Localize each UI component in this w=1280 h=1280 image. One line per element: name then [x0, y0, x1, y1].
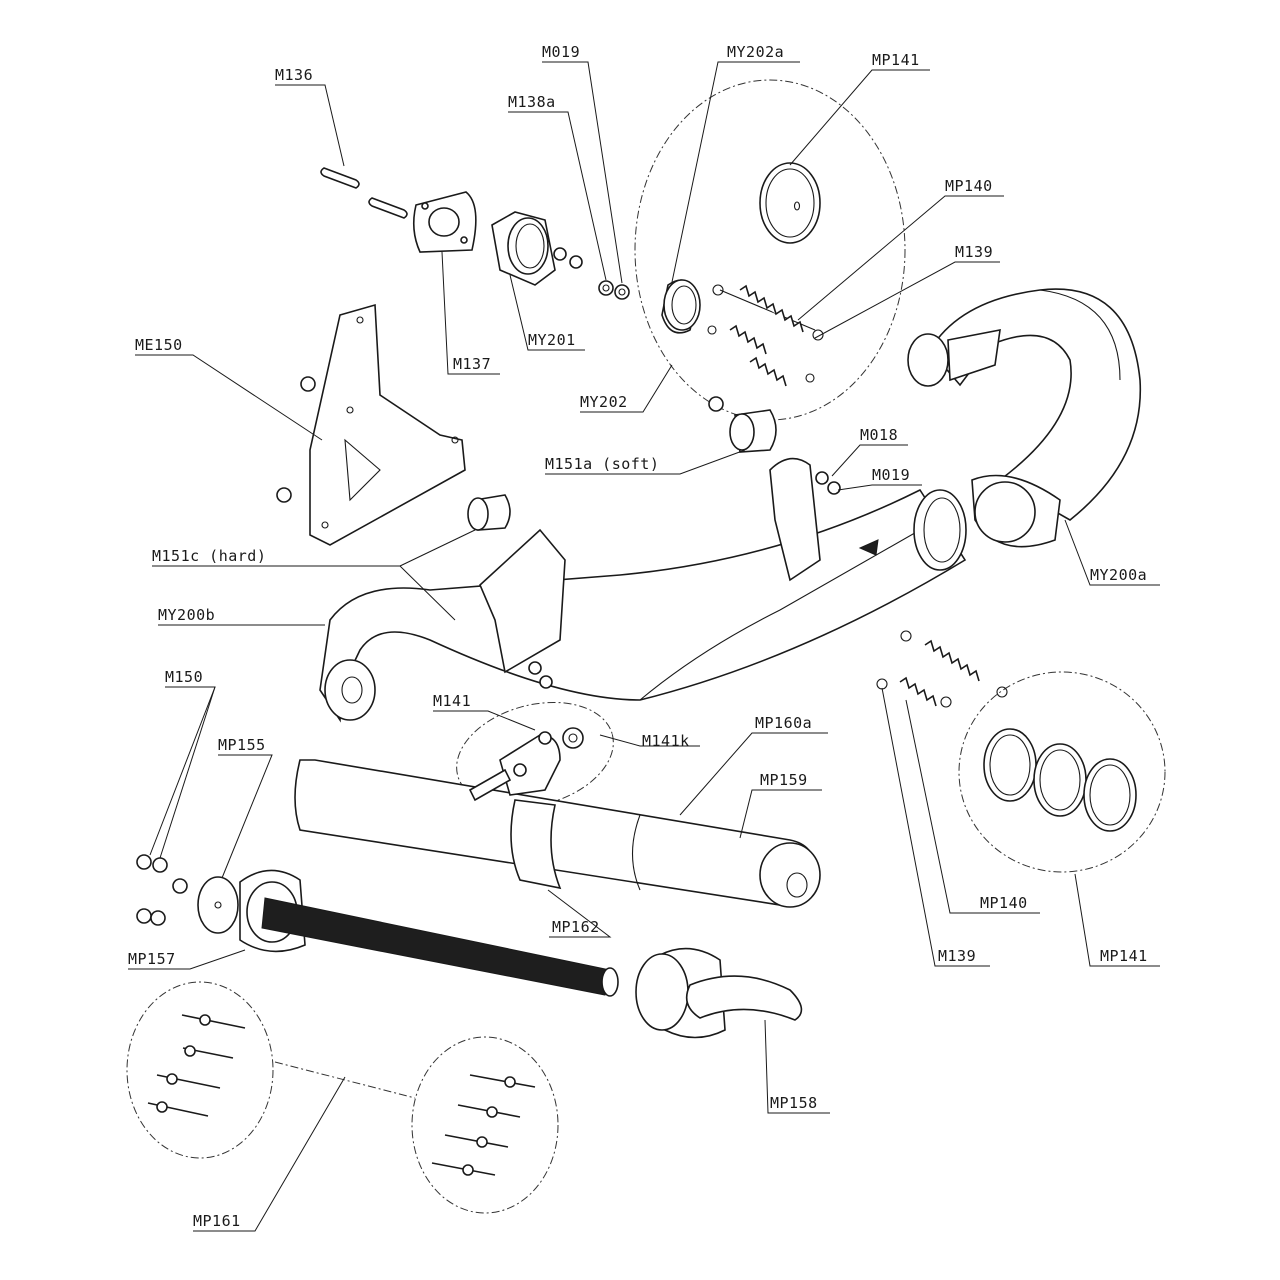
header-pipe-my200a: [907, 288, 1142, 548]
callout-m141: M141: [433, 692, 471, 710]
callout-m019-top: M019: [542, 43, 580, 61]
callout-mp141-top: MP141: [872, 51, 920, 69]
clamp-ring-mp141-top: [759, 162, 821, 244]
nuts-m150: [136, 854, 188, 926]
callout-me150: ME150: [135, 336, 183, 354]
detail-circle-bottom-clamps: [958, 671, 1166, 873]
callout-m018: M018: [860, 426, 898, 444]
callout-m137: M137: [453, 355, 491, 373]
manifold-my201: [491, 211, 583, 286]
callout-m141k: M141k: [642, 732, 690, 750]
callout-mp160a: MP160a: [755, 714, 812, 732]
callout-my200b: MY200b: [158, 606, 215, 624]
callout-my201: MY201: [528, 331, 576, 349]
detail-circle-rivets-left: [126, 981, 274, 1159]
nuts-m138a-m019: [598, 280, 630, 300]
callout-m136: M136: [275, 66, 313, 84]
tailpipe-cap-mp158: [635, 947, 803, 1039]
leader-lines: [128, 61, 1160, 1232]
callout-mp140-top: MP140: [945, 177, 993, 195]
callout-mp159: MP159: [760, 771, 808, 789]
callout-m139-top: M139: [955, 243, 993, 261]
callout-mp140-bottom: MP140: [980, 894, 1028, 912]
rivets-mp161: [147, 1014, 536, 1176]
callout-mp157: MP157: [128, 950, 176, 968]
clamp-rings-mp141-bottom: [983, 728, 1137, 832]
washers-m018-m019: [815, 471, 841, 495]
callout-my202a: MY202a: [727, 43, 784, 61]
callout-labels: M136 M019 MY202a MP141 M138a MP140 M139 …: [128, 43, 1148, 1230]
pin-m136: [320, 167, 408, 219]
bracket-me150: [276, 303, 466, 546]
detail-circle-clamp-springs: [634, 79, 906, 421]
expansion-chamber-my200b: [319, 457, 967, 723]
callout-mp141-bottom: MP141: [1100, 947, 1148, 965]
silencer-bracket-m141: [468, 727, 584, 802]
callout-m151a: M151a (soft): [545, 455, 659, 473]
perforated-core-mp162: [261, 897, 619, 997]
flange-gasket-m137: [412, 191, 477, 253]
callout-m150: M150: [165, 668, 203, 686]
springs-mp140-bottom: [876, 630, 1008, 708]
rubber-mount-m151a: [708, 396, 777, 453]
callout-mp162: MP162: [552, 918, 600, 936]
silencer-mp159: [294, 759, 821, 908]
callout-m019-mid: M019: [872, 466, 910, 484]
collar-my202a: [661, 279, 701, 334]
springs-mp140-top: [707, 284, 824, 387]
callout-mp155: MP155: [218, 736, 266, 754]
callout-m151c: M151c (hard): [152, 547, 266, 565]
callout-mp161: MP161: [193, 1212, 241, 1230]
callout-my200a: MY200a: [1090, 566, 1147, 584]
callout-mp158: MP158: [770, 1094, 818, 1112]
callout-m139-bottom: M139: [938, 947, 976, 965]
callout-m138a: M138a: [508, 93, 556, 111]
detail-circle-rivets-right: [411, 1036, 559, 1214]
callout-my202: MY202: [580, 393, 628, 411]
